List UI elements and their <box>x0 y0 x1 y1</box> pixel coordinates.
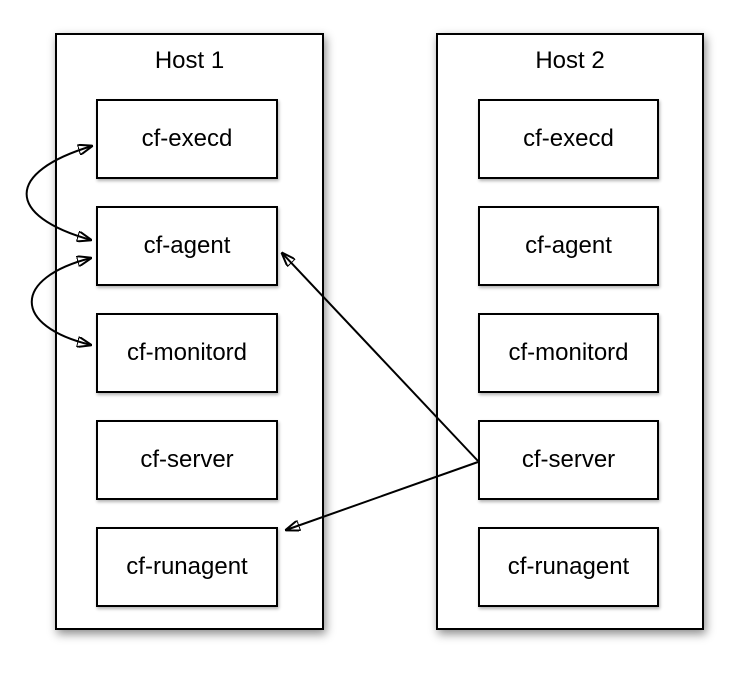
host1-cf-monitord-box: cf-monitord <box>96 313 278 393</box>
host-2-box: Host 2 cf-execd cf-agent cf-monitord cf-… <box>436 33 704 630</box>
host-1-box: Host 1 cf-execd cf-agent cf-monitord cf-… <box>55 33 324 630</box>
host2-cf-agent-box: cf-agent <box>478 206 659 286</box>
host2-cf-execd-box: cf-execd <box>478 99 659 179</box>
host1-cf-execd-label: cf-execd <box>141 125 233 152</box>
host2-cf-execd-label: cf-execd <box>523 125 614 152</box>
host-2-title: Host 2 <box>535 47 605 74</box>
host2-cf-server-box: cf-server <box>478 420 659 500</box>
host2-cf-monitord-label: cf-monitord <box>508 339 629 366</box>
host1-cf-server-box: cf-server <box>96 420 278 500</box>
host2-cf-runagent-box: cf-runagent <box>478 527 659 607</box>
host1-cf-monitord-label: cf-monitord <box>126 339 248 366</box>
host2-cf-agent-label: cf-agent <box>525 232 612 259</box>
host1-cf-runagent-label: cf-runagent <box>126 553 248 580</box>
host2-cf-runagent-label: cf-runagent <box>507 553 630 580</box>
host2-cf-monitord-box: cf-monitord <box>478 313 659 393</box>
host1-cf-execd-box: cf-execd <box>96 99 278 179</box>
host1-cf-agent-box: cf-agent <box>96 206 278 286</box>
host-1-title: Host 1 <box>154 47 225 74</box>
host2-cf-server-label: cf-server <box>521 446 616 473</box>
host1-cf-server-label: cf-server <box>140 446 234 473</box>
host1-cf-runagent-box: cf-runagent <box>96 527 278 607</box>
host1-cf-agent-label: cf-agent <box>143 232 231 259</box>
